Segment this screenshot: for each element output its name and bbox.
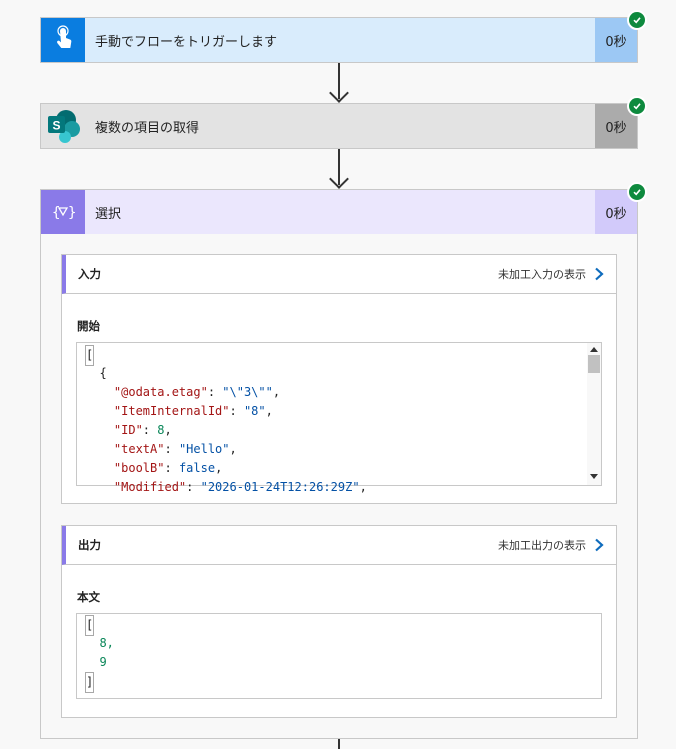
code-line: "ID": 8, — [85, 423, 172, 437]
svg-text:{: { — [52, 205, 60, 221]
code-line: [ — [85, 345, 585, 366]
step-duration: 0秒 — [595, 104, 637, 148]
show-raw-input-label: 未加工入力の表示 — [498, 268, 586, 281]
scroll-up-arrow-icon[interactable] — [590, 347, 598, 352]
success-check-icon — [627, 10, 647, 30]
input-label: 入力 — [78, 267, 101, 281]
code-line: "boolB": false, — [85, 461, 223, 475]
code-line: ] — [85, 672, 114, 693]
flow-connector — [338, 149, 340, 185]
show-raw-output-link[interactable]: 未加工出力の表示 — [498, 537, 604, 553]
arrow-down-icon — [329, 83, 349, 103]
start-code-view[interactable]: [ { "@odata.etag": "\"3\"", "ItemInterna… — [76, 342, 602, 494]
select-icon: { } — [41, 190, 85, 234]
code-line: "Modified": "2026-01-24T12:26:29Z", — [85, 480, 367, 494]
code-line: 8, — [85, 636, 114, 650]
scroll-down-arrow-icon[interactable] — [590, 474, 598, 479]
svg-text:S: S — [52, 119, 60, 133]
code-line: "ItemInternalId": "8", — [85, 404, 273, 418]
success-check-icon — [627, 182, 647, 202]
output-panel-header: 出力 未加工出力の表示 — [62, 526, 616, 565]
start-field-label: 開始 — [77, 319, 100, 333]
code-line: "textA": "Hello", — [85, 442, 237, 456]
flow-connector — [338, 739, 340, 749]
vertical-scrollbar[interactable] — [587, 343, 601, 485]
flow-connector — [338, 63, 340, 99]
svg-text:}: } — [68, 205, 76, 221]
show-raw-input-link[interactable]: 未加工入力の表示 — [498, 266, 604, 282]
success-check-icon — [627, 96, 647, 116]
scrollbar-thumb[interactable] — [588, 355, 600, 373]
chevron-right-icon — [595, 538, 604, 552]
get-items-step[interactable]: S 複数の項目の取得 0秒 — [40, 103, 638, 149]
step-title: 選択 — [95, 206, 122, 222]
show-raw-output-label: 未加工出力の表示 — [498, 539, 586, 552]
touch-hand-icon — [41, 18, 85, 62]
step-duration: 0秒 — [595, 18, 637, 62]
sharepoint-icon: S — [41, 104, 85, 148]
arrow-down-icon — [329, 169, 349, 189]
code-line: 9 — [85, 655, 107, 669]
output-label: 出力 — [78, 538, 101, 552]
code-line: "@odata.etag": "\"3\"", — [85, 385, 281, 399]
chevron-right-icon — [595, 267, 604, 281]
body-code-view[interactable]: [ 8, 9 ] — [76, 613, 602, 699]
code-line: { — [85, 366, 107, 380]
trigger-step[interactable]: 手動でフローをトリガーします 0秒 — [40, 17, 638, 63]
code-line: [ — [85, 615, 114, 636]
input-panel-header: 入力 未加工入力の表示 — [62, 255, 616, 294]
step-title: 手動でフローをトリガーします — [95, 34, 278, 50]
body-field-label: 本文 — [77, 590, 100, 604]
step-title: 複数の項目の取得 — [95, 120, 200, 136]
